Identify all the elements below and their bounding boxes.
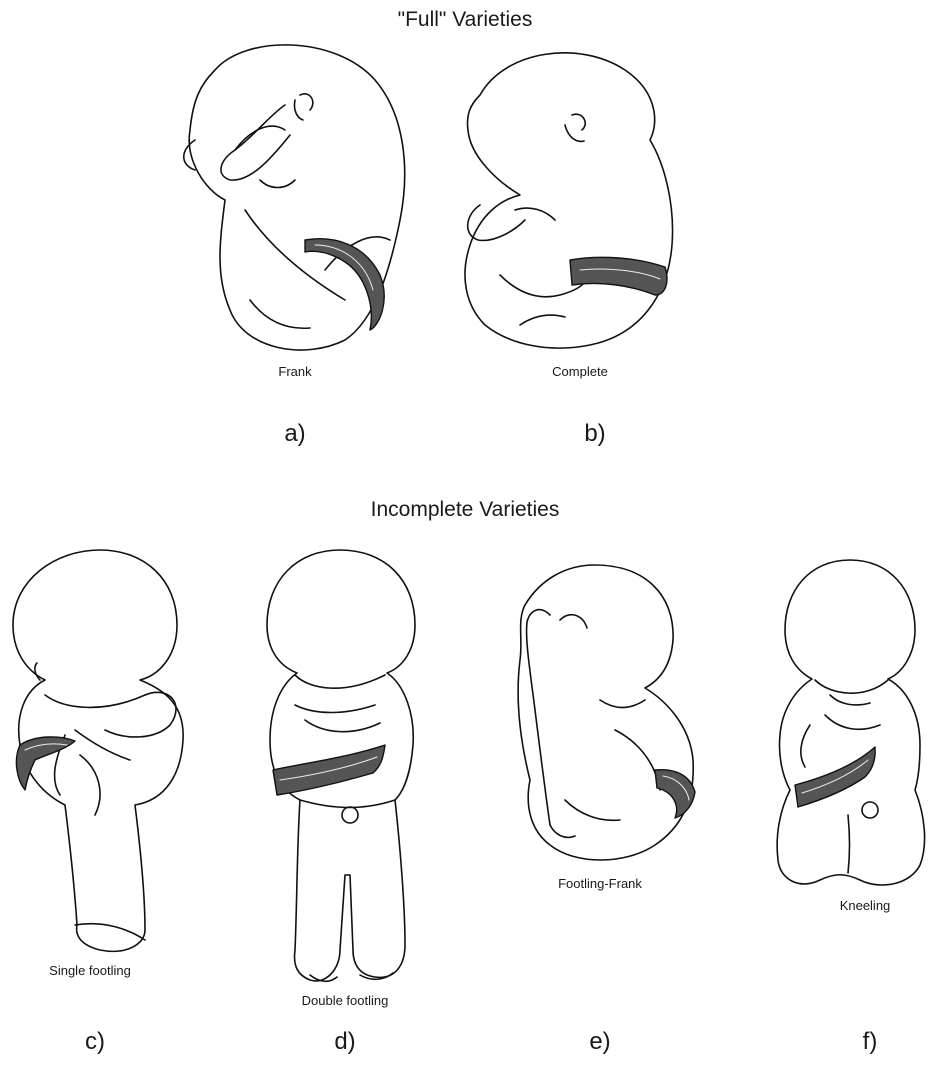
label-d: d) bbox=[320, 1028, 370, 1056]
kneeling-breech-illustration bbox=[770, 555, 930, 895]
heading-full-varieties: "Full" Varieties bbox=[330, 8, 600, 32]
label-f: f) bbox=[845, 1028, 895, 1056]
caption-kneeling: Kneeling bbox=[815, 898, 915, 913]
complete-breech-illustration bbox=[460, 45, 690, 355]
single-footling-breech-illustration bbox=[5, 545, 190, 960]
label-e: e) bbox=[575, 1028, 625, 1056]
caption-double-footling: Double footling bbox=[270, 993, 420, 1008]
caption-footling-frank: Footling-Frank bbox=[535, 876, 665, 891]
label-b: b) bbox=[570, 420, 620, 448]
footling-frank-breech-illustration bbox=[505, 560, 705, 875]
double-footling-breech-illustration bbox=[255, 545, 430, 990]
label-c: c) bbox=[70, 1028, 120, 1056]
caption-frank: Frank bbox=[250, 364, 340, 379]
caption-complete: Complete bbox=[525, 364, 635, 379]
caption-single-footling: Single footling bbox=[20, 963, 160, 978]
frank-breech-illustration bbox=[175, 40, 415, 360]
heading-incomplete-varieties: Incomplete Varieties bbox=[300, 498, 630, 522]
label-a: a) bbox=[270, 420, 320, 448]
